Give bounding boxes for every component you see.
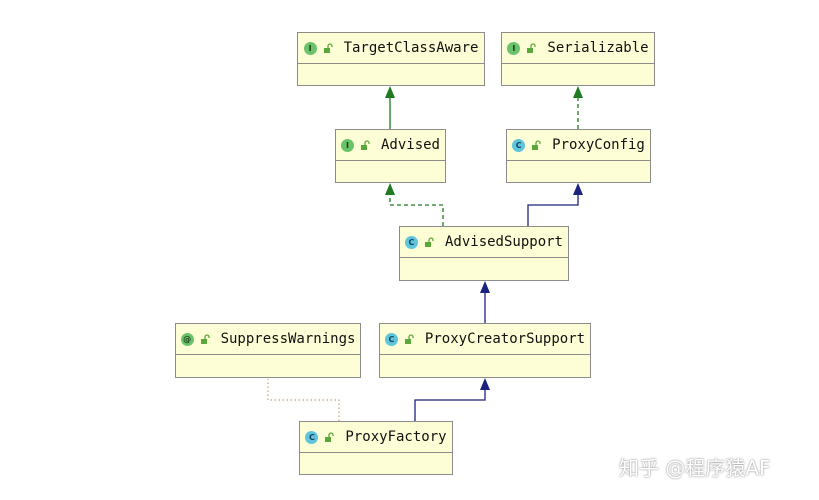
node-body	[300, 453, 452, 474]
watermark-text: 知乎 @程序猿AF	[619, 456, 771, 480]
node-header: I TargetClassAware	[298, 33, 484, 64]
node-header: I Advised	[336, 130, 445, 161]
class-node-advised[interactable]: I Advised	[335, 129, 446, 183]
class-name: ProxyConfig	[552, 137, 645, 153]
class-icon: C	[512, 138, 526, 152]
class-name: AdvisedSupport	[444, 234, 563, 250]
node-body	[507, 161, 650, 182]
node-body	[298, 64, 484, 85]
class-icon: C	[384, 332, 398, 346]
class-node-advisedsupport[interactable]: C AdvisedSupport	[399, 226, 569, 281]
class-name: Serializable	[547, 40, 649, 56]
class-node-targetclassaware[interactable]: I TargetClassAware	[297, 32, 485, 86]
node-body	[380, 355, 590, 377]
edge-advisedsupport-to-advised	[385, 183, 444, 226]
node-header: I Serializable	[502, 33, 654, 64]
edge-proxyfactory-to-suppresswarnings	[267, 379, 340, 421]
node-body	[176, 355, 360, 377]
unlocked-icon	[325, 431, 335, 442]
class-name: SuppressWarnings	[220, 331, 356, 347]
annotation-icon: @	[180, 332, 194, 346]
edge-advised-to-targetclassaware	[385, 86, 395, 129]
interface-icon: I	[303, 41, 317, 55]
class-icon: C	[404, 235, 418, 249]
unlocked-icon	[404, 333, 414, 344]
unlocked-icon	[323, 42, 333, 53]
class-node-serializable[interactable]: I Serializable	[501, 32, 655, 86]
unlocked-icon	[532, 139, 541, 150]
class-node-proxyconfig[interactable]: C ProxyConfig	[506, 129, 651, 183]
unlocked-icon	[200, 333, 210, 344]
class-name: ProxyCreatorSupport	[424, 331, 586, 347]
unlocked-icon	[424, 236, 434, 247]
node-body	[502, 64, 654, 85]
class-node-proxycreatorsupport[interactable]: C ProxyCreatorSupport	[379, 323, 591, 378]
node-header: C ProxyFactory	[300, 422, 452, 453]
unlocked-icon	[360, 139, 370, 150]
class-node-proxyfactory[interactable]: C ProxyFactory	[299, 421, 453, 475]
node-header: C AdvisedSupport	[400, 227, 568, 258]
node-header: C ProxyConfig	[507, 130, 650, 161]
node-header: @ SuppressWarnings	[176, 324, 360, 355]
class-icon: C	[305, 430, 319, 444]
class-node-suppresswarnings[interactable]: @ SuppressWarnings	[175, 323, 361, 378]
node-body	[400, 258, 568, 280]
node-header: C ProxyCreatorSupport	[380, 324, 590, 355]
interface-icon: I	[507, 41, 521, 55]
class-name: TargetClassAware	[343, 40, 479, 56]
class-name: Advised	[380, 137, 440, 153]
edge-proxyconfig-to-serializable	[573, 86, 583, 129]
unlocked-icon	[527, 42, 537, 53]
edge-advisedsupport-to-proxyconfig	[527, 183, 583, 226]
edge-proxycreatorsupport-to-advisedsupport	[480, 281, 490, 323]
node-body	[336, 161, 445, 182]
interface-icon: I	[340, 138, 354, 152]
class-name: ProxyFactory	[345, 429, 447, 445]
edge-proxyfactory-to-proxycreatorsupport	[414, 378, 490, 421]
